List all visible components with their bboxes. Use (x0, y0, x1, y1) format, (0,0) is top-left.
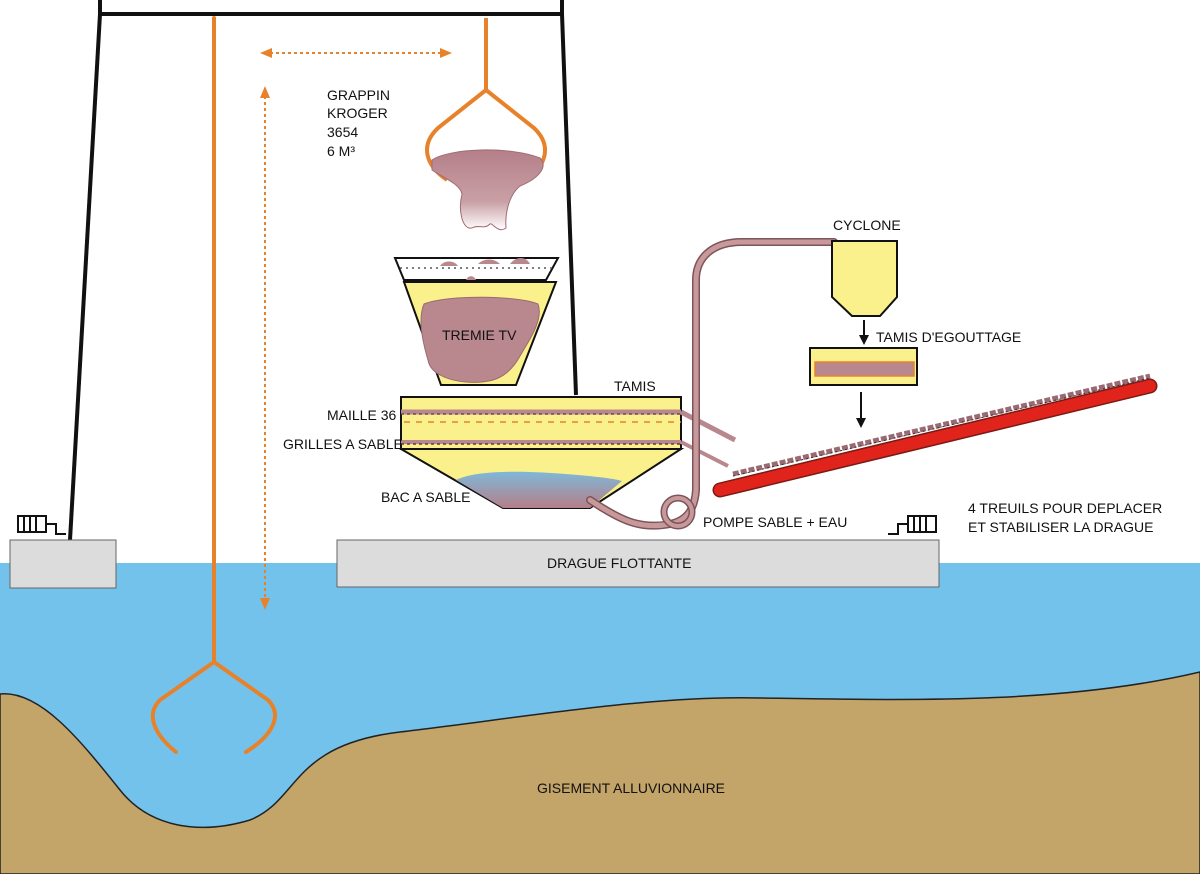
pump-icon (660, 494, 696, 530)
label-grappin-2: KROGER (327, 105, 388, 121)
arrow-down-icon (859, 320, 869, 345)
screen-box-tamis (400, 396, 737, 468)
conveyor-belt (712, 373, 1158, 498)
label-bac: BAC A SABLE (381, 489, 471, 505)
riverbed-ground (0, 671, 1200, 874)
label-grappin-1: GRAPPIN (327, 87, 390, 103)
label-tamis: TAMIS (614, 378, 656, 394)
horizontal-motion-arrow (260, 48, 452, 58)
label-grilles: GRILLES A SABLE (283, 436, 403, 452)
hopper-tremie (393, 257, 560, 386)
label-grappin-3: 3654 (327, 124, 358, 140)
draining-screen (809, 347, 918, 386)
label-grappin-4: 6 M³ (327, 143, 355, 159)
label-cyclone: CYCLONE (833, 217, 901, 233)
label-tamis-egouttage: TAMIS D'EGOUTTAGE (876, 329, 1021, 345)
sand-tank (397, 448, 685, 509)
upper-grab-icon (425, 18, 547, 231)
dredge-platform (336, 539, 940, 588)
grab-load (431, 149, 544, 231)
arrow-down-icon (856, 392, 866, 428)
left-pontoon (9, 539, 117, 589)
label-pompe: POMPE SABLE + EAU (703, 514, 847, 530)
winch-left-icon (17, 515, 66, 535)
cyclone (831, 240, 898, 317)
label-gisement: GISEMENT ALLUVIONNAIRE (537, 780, 725, 796)
lower-grab-icon (150, 16, 277, 754)
gantry-frame (68, 0, 578, 541)
winch-right-icon (888, 515, 937, 535)
vertical-motion-arrow (260, 86, 270, 610)
label-treuils-1: 4 TREUILS POUR DEPLACER (968, 500, 1162, 516)
label-treuils-2: ET STABILISER LA DRAGUE (968, 519, 1153, 535)
label-maille: MAILLE 36 (327, 407, 396, 423)
label-tremie: TREMIE TV (442, 327, 517, 343)
label-drague: DRAGUE FLOTTANTE (547, 555, 691, 571)
